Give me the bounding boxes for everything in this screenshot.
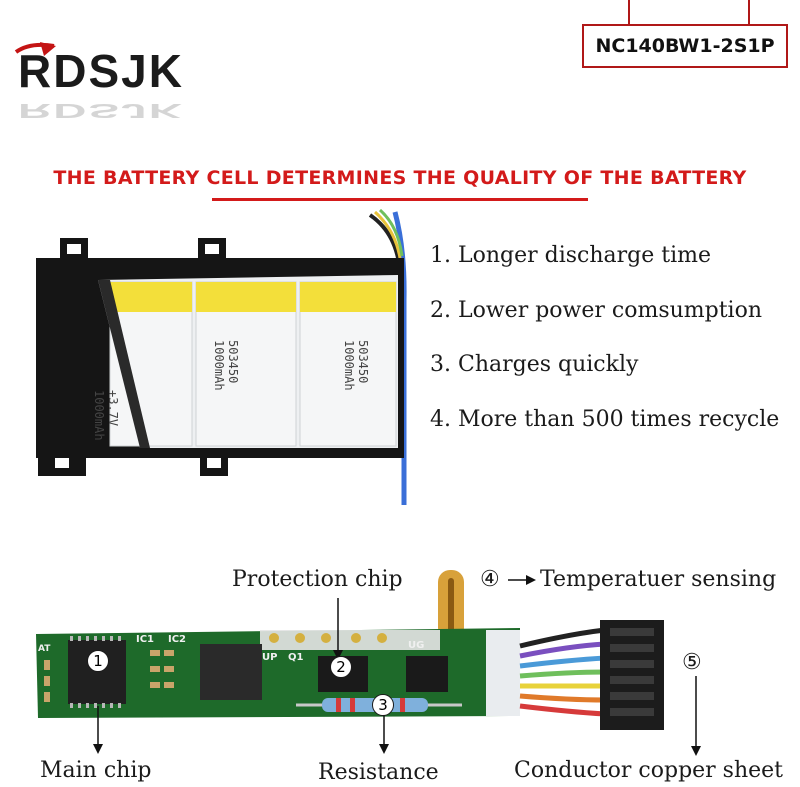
- headline: THE BATTERY CELL DETERMINES THE QUALITY …: [53, 167, 747, 189]
- callout-conductor-number: ⑤: [682, 650, 702, 675]
- model-connector-right: [748, 0, 750, 24]
- silk-ic2: IC2: [168, 634, 187, 645]
- badge-resistance: 3: [372, 694, 394, 716]
- silk-ic1: IC1: [136, 634, 155, 645]
- logo-text: RDSJK: [18, 45, 184, 97]
- badge-main-chip: 1: [87, 650, 109, 672]
- feature-item: 2. Lower power comsumption: [430, 297, 763, 323]
- model-number: NC140BW1-2S1P: [595, 35, 775, 57]
- callout-conductor: Conductor copper sheet: [514, 758, 784, 783]
- silk-ug: UG: [408, 640, 425, 651]
- callout-main-chip: Main chip: [40, 758, 152, 783]
- brand-logo: RDSJK RDSJK: [10, 40, 220, 123]
- model-connector-left: [628, 0, 630, 24]
- model-number-box: NC140BW1-2S1P: [582, 24, 788, 68]
- callout-temp-number: ④: [480, 567, 500, 592]
- feature-item: 1. Longer discharge time: [430, 243, 712, 268]
- silk-q1: Q1: [288, 652, 304, 663]
- callout-temperature: Temperatuer sensing: [540, 567, 777, 592]
- feature-item: 4. More than 500 times recycle: [430, 406, 780, 432]
- feature-list: 1. Longer discharge time 2. Lower power …: [430, 238, 779, 456]
- callout-resistance: Resistance: [318, 760, 439, 785]
- feature-item: 3. Charges quickly: [430, 352, 639, 377]
- silk-up: UP: [262, 652, 278, 663]
- callout-protection-chip: Protection chip: [232, 567, 403, 592]
- silk-at: AT: [38, 644, 51, 654]
- badge-protection-chip: 2: [330, 656, 352, 678]
- headline-underline: [212, 198, 588, 201]
